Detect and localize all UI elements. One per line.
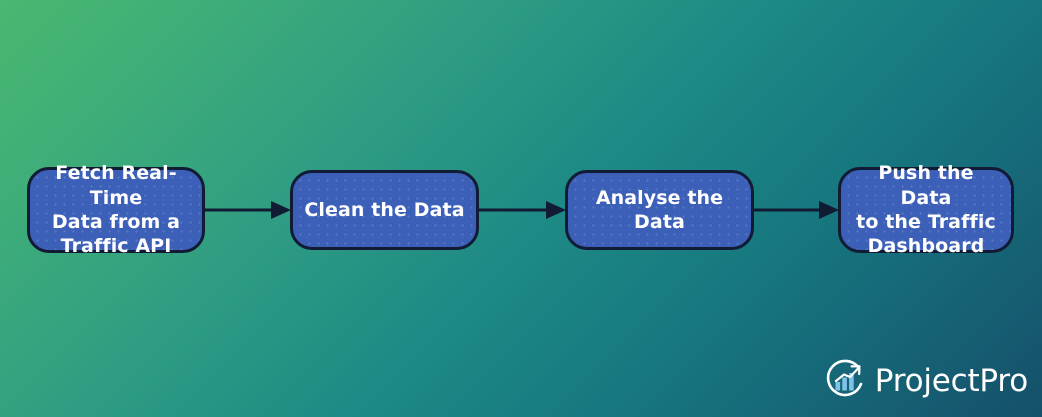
- flow-node-push: Push the Data to the Traffic Dashboard: [838, 162, 1014, 257]
- flow-node-label: Push the Data to the Traffic Dashboard: [856, 162, 996, 258]
- projectpro-logo-text: ProjectPro: [874, 363, 1028, 399]
- connector-fetch-to-clean: [205, 199, 291, 221]
- chart-growth-circle-icon: [824, 358, 866, 405]
- flow-node-label: Fetch Real-Time Data from a Traffic API: [51, 162, 181, 258]
- projectpro-logo: ProjectPro: [824, 358, 1028, 405]
- connector-analyse-to-push: [754, 199, 839, 221]
- flow-node-analyse: Analyse the Data: [565, 170, 754, 250]
- flow-node-clean: Clean the Data: [290, 170, 479, 250]
- flow-node-fetch: Fetch Real-Time Data from a Traffic API: [27, 162, 205, 257]
- connector-clean-to-analyse: [479, 199, 566, 221]
- flow-node-label: Analyse the Data: [595, 186, 724, 233]
- flow-node-label: Clean the Data: [304, 198, 465, 221]
